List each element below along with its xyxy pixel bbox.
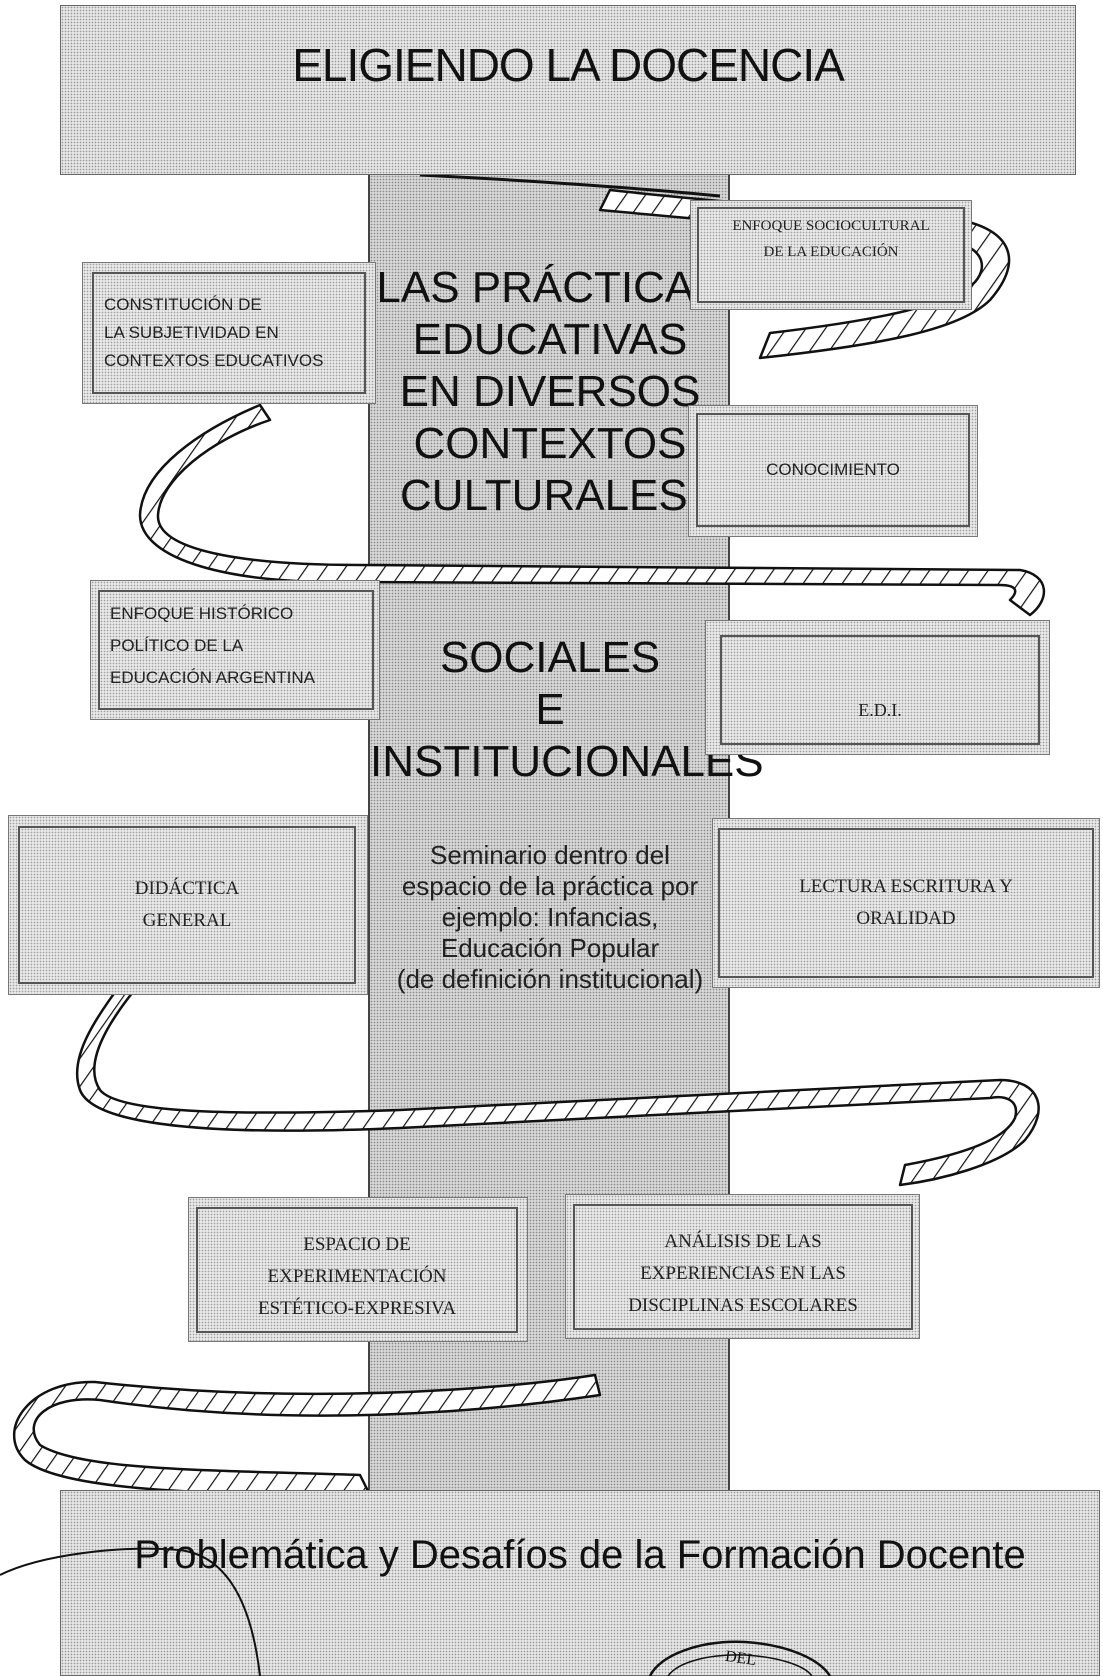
ribbon-band-4 <box>12 1373 602 1497</box>
subjetividad-line: LA SUBJETIVIDAD EN <box>104 323 279 342</box>
historico-line: EDUCACIÓN ARGENTINA <box>110 668 315 687</box>
lectura-frame <box>712 818 1100 988</box>
didactica-line: GENERAL <box>142 910 232 931</box>
espacio-box: ESPACIO DE EXPERIMENTACIÓN ESTÉTICO-EXPR… <box>196 1207 518 1333</box>
footer-title: Problemática y Desafíos de la Formación … <box>134 1533 1026 1577</box>
edi-box: E.D.I. <box>720 635 1040 745</box>
subjetividad-line: CONTEXTOS EDUCATIVOS <box>104 351 324 370</box>
lectura-line: ORALIDAD <box>856 908 956 929</box>
espacio-frame <box>188 1197 528 1342</box>
historico-box: ENFOQUE HISTÓRICO POLÍTICO DE LA EDUCACI… <box>98 590 374 710</box>
analisis-box: ANÁLISIS DE LAS EXPERIENCIAS EN LAS DISC… <box>573 1204 913 1330</box>
center-heading-line: LAS PRÁCTICAS <box>376 263 724 312</box>
subjetividad-frame <box>82 262 376 404</box>
subjetividad-box: CONSTITUCIÓN DE LA SUBJETIVIDAD EN CONTE… <box>92 272 366 394</box>
seminar-line: Educación Popular <box>440 933 660 963</box>
center-heading: LAS PRÁCTICAS EDUCATIVAS EN DIVERSOS CON… <box>370 262 730 522</box>
seminar-text: Seminario dentro del espacio de la práct… <box>370 840 730 995</box>
analisis-line: ANÁLISIS DE LAS <box>664 1231 822 1252</box>
analisis-line: EXPERIENCIAS EN LAS <box>640 1263 846 1284</box>
seminar-line: Seminario dentro del <box>430 840 670 870</box>
didactica-box: DIDÁCTICA GENERAL <box>18 826 356 984</box>
seminar-line: (de definición institucional) <box>396 964 704 994</box>
historico-line: ENFOQUE HISTÓRICO <box>110 604 294 623</box>
lectura-line: LECTURA ESCRITURA Y <box>799 876 1013 897</box>
sociocultural-box: ENFOQUE SOCIOCULTURAL DE LA EDUCACIÓN <box>697 207 965 303</box>
center-subheading: SOCIALES E INSTITUCIONALES <box>370 632 764 788</box>
header-box: ELIGIENDO LA DOCENCIA <box>60 5 1076 175</box>
center-subheading-line: E <box>535 685 565 734</box>
center-heading-line: EN DIVERSOS <box>399 367 701 416</box>
espacio-line: ESPACIO DE <box>303 1234 411 1255</box>
historico-line: POLÍTICO DE LA <box>110 636 244 655</box>
conocimiento-box: CONOCIMIENTO <box>696 413 970 527</box>
lectura-box: LECTURA ESCRITURA Y ORALIDAD <box>718 828 1094 978</box>
ribbon-band-2 <box>138 403 1046 617</box>
page-title: ELIGIENDO LA DOCENCIA <box>292 39 845 91</box>
analisis-line: DISCIPLINAS ESCOLARES <box>628 1295 858 1316</box>
sociocultural-line: ENFOQUE SOCIOCULTURAL <box>732 218 930 234</box>
conocimiento-label: CONOCIMIENTO <box>766 460 900 479</box>
historico-frame <box>90 580 380 720</box>
center-heading-line: EDUCATIVAS <box>412 315 688 364</box>
sociocultural-line: DE LA EDUCACIÓN <box>763 244 899 260</box>
center-heading-line: CULTURALES, <box>400 471 700 520</box>
conocimiento-frame <box>688 405 978 537</box>
didactica-frame <box>8 815 368 995</box>
ribbon-tail <box>419 173 721 198</box>
edi-label: E.D.I. <box>858 699 902 720</box>
seminar-line: espacio de la práctica por <box>401 871 699 901</box>
sociocultural-frame <box>690 200 972 310</box>
center-subheading-line: SOCIALES <box>439 633 661 682</box>
seminar-line: ejemplo: Infancias, <box>441 902 659 932</box>
edi-frame <box>705 620 1050 755</box>
center-subheading-line: INSTITUCIONALES <box>370 737 764 786</box>
didactica-line: DIDÁCTICA <box>134 878 240 899</box>
footer-box: Problemática y Desafíos de la Formación … <box>60 1490 1100 1676</box>
subjetividad-line: CONSTITUCIÓN DE <box>104 295 262 314</box>
analisis-frame <box>565 1194 920 1339</box>
espacio-line: ESTÉTICO-EXPRESIVA <box>257 1298 457 1319</box>
ribbon-band-3 <box>75 943 1040 1187</box>
center-heading-line: CONTEXTOS <box>413 419 687 468</box>
espacio-line: EXPERIMENTACIÓN <box>267 1266 447 1287</box>
